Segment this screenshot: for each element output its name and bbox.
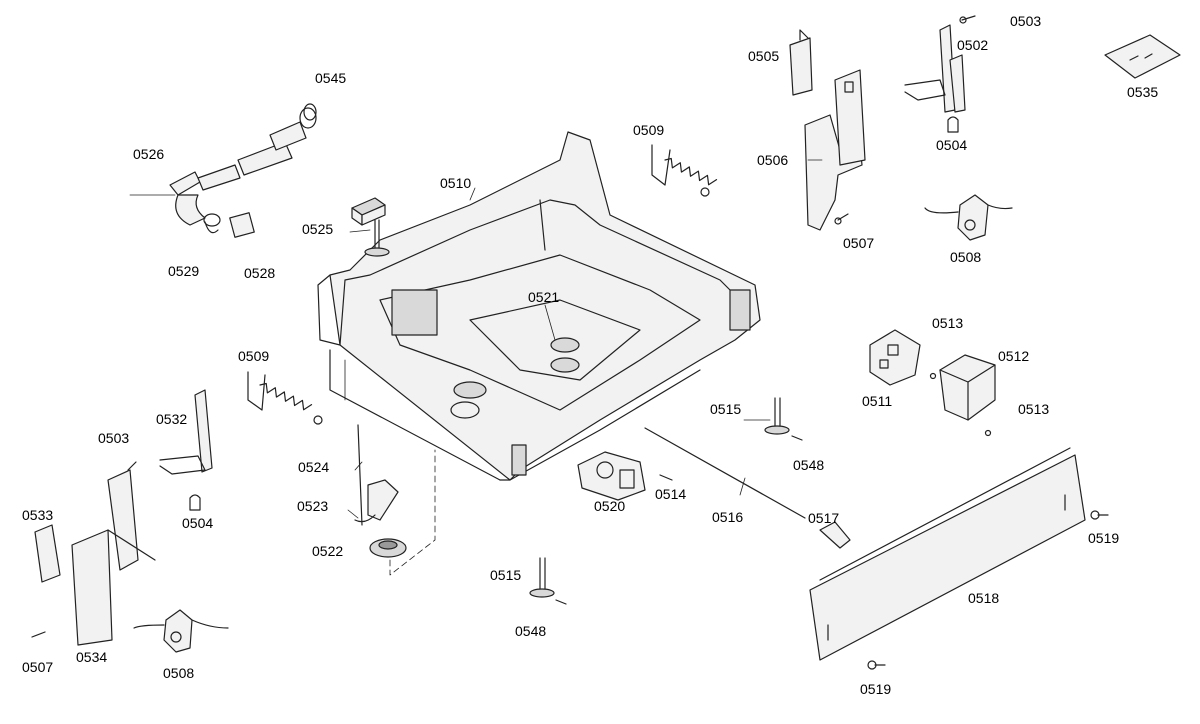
hardware-bag-0535-part	[1104, 34, 1181, 79]
screw-0519a-part	[1090, 510, 1109, 520]
callout-0502: 0502	[957, 37, 988, 53]
cover-0512-part	[939, 354, 996, 421]
screw-0519b-part	[867, 660, 886, 670]
callout-0524: 0524	[298, 459, 329, 475]
callout-0513b: 0513	[1018, 401, 1049, 417]
screw-0513b-part	[984, 429, 992, 437]
callout-0504b: 0504	[182, 515, 213, 531]
callout-0525: 0525	[302, 221, 333, 237]
callout-0515a: 0515	[710, 401, 741, 417]
callout-0507b: 0507	[22, 659, 53, 675]
callout-0503a: 0503	[1010, 13, 1041, 29]
callout-0505: 0505	[748, 48, 779, 64]
screw-0503-top-part	[959, 15, 976, 24]
callout-0506: 0506	[757, 152, 788, 168]
callout-0548b: 0548	[515, 623, 546, 639]
callout-0510: 0510	[440, 175, 471, 191]
screw-0513a-part	[929, 372, 937, 380]
callout-0512: 0512	[998, 348, 1029, 364]
callout-0513a: 0513	[932, 315, 963, 331]
leader-lines	[129, 159, 823, 519]
hinge-0508b-part	[133, 609, 229, 653]
callout-0520: 0520	[594, 498, 625, 514]
callout-0533: 0533	[22, 507, 53, 523]
base-tub-part	[317, 131, 761, 481]
callout-0515b: 0515	[490, 567, 521, 583]
clip-0504-top-part	[947, 116, 959, 133]
callout-0522: 0522	[312, 543, 343, 559]
foot-0515a-part	[764, 397, 790, 435]
callout-0526: 0526	[133, 146, 164, 162]
callout-0532: 0532	[156, 411, 187, 427]
callout-0518: 0518	[968, 590, 999, 606]
screw-0503b-part	[127, 461, 137, 471]
callout-0514: 0514	[655, 486, 686, 502]
callout-0548a: 0548	[793, 457, 824, 473]
rod-0516-part	[644, 427, 806, 519]
bracket-0505-part	[789, 29, 813, 96]
callout-0519b: 0519	[860, 681, 891, 697]
callout-0545: 0545	[315, 70, 346, 86]
callout-0507a: 0507	[843, 235, 874, 251]
bracket-0532-part	[159, 389, 213, 475]
cover-0533-part	[34, 524, 61, 583]
callout-0504a: 0504	[936, 137, 967, 153]
callout-0519a: 0519	[1088, 530, 1119, 546]
foot-0515b-part	[529, 557, 555, 598]
drain-hose-part	[169, 103, 317, 238]
callout-0503b: 0503	[98, 430, 129, 446]
callout-0509b: 0509	[238, 348, 269, 364]
hinge-0508-top-part	[924, 194, 1013, 241]
bracket-0506-part	[804, 69, 866, 231]
bracket-0534-part	[71, 469, 156, 646]
callout-0528: 0528	[244, 265, 275, 281]
clip-0548a-part	[791, 435, 803, 441]
callout-0534: 0534	[76, 649, 107, 665]
callout-0517: 0517	[808, 510, 839, 526]
callout-0516: 0516	[712, 509, 743, 525]
spring-lower-part	[247, 371, 323, 425]
screw-0514-part	[659, 474, 673, 481]
callout-labels: 0503 0502 0535 0505 0545 0526 0509 0510 …	[22, 13, 1158, 697]
callout-0523: 0523	[297, 498, 328, 514]
inlet-valve-0520-part	[577, 451, 646, 501]
coupling-0517-part	[819, 521, 851, 549]
callout-0511: 0511	[862, 393, 892, 409]
clip-0504b-part	[189, 494, 201, 511]
toe-kick-panel-0518-part	[809, 447, 1086, 661]
callout-0535: 0535	[1127, 84, 1158, 100]
screw-0507b-part	[31, 631, 46, 638]
callout-0508b: 0508	[163, 665, 194, 681]
callout-0521: 0521	[528, 289, 559, 305]
callout-0508a: 0508	[950, 249, 981, 265]
callout-0529: 0529	[168, 263, 199, 279]
leveling-foot-part	[351, 197, 390, 257]
callout-0509a: 0509	[633, 122, 664, 138]
spring-upper-part	[651, 144, 718, 197]
float-assembly-part	[354, 424, 436, 576]
screw-0507-top-part	[834, 213, 849, 225]
bracket-0502-part	[904, 24, 966, 113]
switch-housing-0511-part	[869, 329, 921, 386]
clip-0548b-part	[555, 599, 567, 605]
